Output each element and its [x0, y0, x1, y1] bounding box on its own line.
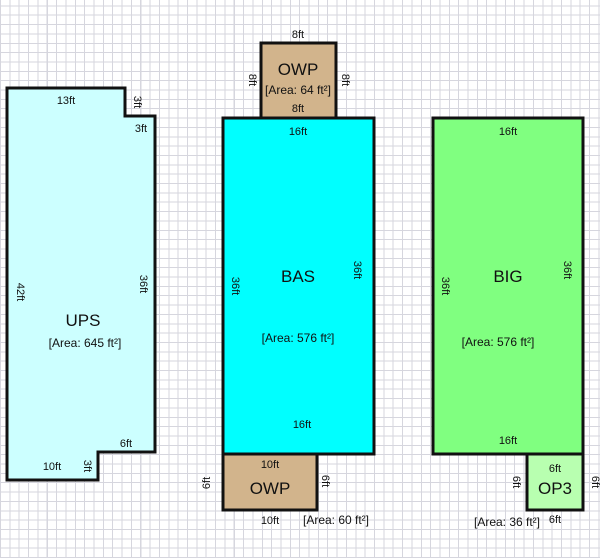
ups-dim-notch-v: 3ft — [131, 96, 143, 108]
owp-top-area: [Area: 64 ft²] — [265, 83, 331, 97]
big-dim-right: 36ft — [561, 261, 573, 279]
op3-dim-left: 6ft — [510, 476, 522, 488]
owp-top-dim-left: 8ft — [246, 74, 258, 86]
big-label: BIG — [493, 267, 522, 286]
owp-top-label: OWP — [278, 60, 319, 79]
area-bas[interactable]: 16ft 36ft 36ft BAS [Area: 576 ft²] 16ft — [221, 116, 376, 456]
bas-dim-bottom: 16ft — [293, 419, 311, 431]
big-shape[interactable] — [431, 116, 585, 456]
owp-top-dim-top: 8ft — [292, 29, 304, 41]
op3-dim-top: 6ft — [549, 463, 561, 475]
owp-bottom-dim-top: 10ft — [261, 459, 279, 471]
ups-dim-bottom: 10ft — [43, 461, 61, 473]
ups-label: UPS — [66, 311, 101, 330]
ups-dim-step-v: 3ft — [81, 460, 93, 472]
ups-dim-right: 36ft — [137, 275, 149, 293]
op3-dim-right: 6ft — [589, 476, 600, 488]
owp-top-dim-right: 8ft — [339, 74, 351, 86]
ups-dim-left: 42ft — [14, 283, 26, 301]
area-ups[interactable]: 13ft 3ft 3ft 36ft 42ft 6ft 3ft 10ft UPS … — [5, 86, 157, 482]
owp-bottom-label: OWP — [250, 479, 291, 498]
bas-shape[interactable] — [221, 116, 376, 456]
owp-top-dim-bottom: 8ft — [292, 103, 304, 115]
owp-bottom-area: [Area: 60 ft²] — [303, 513, 369, 527]
owp-bottom-dim-left: 6ft — [201, 477, 213, 489]
ups-dim-top: 13ft — [57, 95, 75, 107]
ups-area: [Area: 645 ft²] — [49, 336, 122, 350]
big-dim-left: 36ft — [439, 277, 451, 295]
bas-area: [Area: 576 ft²] — [262, 331, 335, 345]
big-area: [Area: 576 ft²] — [462, 335, 535, 349]
area-op3[interactable]: 6ft 6ft 6ft OP3 [Area: 36 ft²] 6ft — [474, 452, 600, 529]
owp-bottom-dim-right: 6ft — [319, 475, 331, 487]
op3-area: [Area: 36 ft²] — [474, 515, 540, 529]
owp-bottom-shape[interactable] — [221, 452, 319, 512]
owp-bottom-dim-bottom: 10ft — [261, 515, 279, 527]
ups-dim-notch-h: 3ft — [135, 123, 147, 135]
bas-dim-right: 36ft — [351, 261, 363, 279]
area-big[interactable]: 16ft 36ft 36ft BIG [Area: 576 ft²] 16ft — [431, 116, 585, 456]
op3-shape[interactable] — [525, 452, 585, 512]
area-owp-top[interactable]: 8ft 8ft 8ft OWP [Area: 64 ft²] 8ft — [246, 29, 351, 120]
bas-dim-top: 16ft — [289, 126, 307, 138]
bas-label: BAS — [281, 267, 315, 286]
big-dim-bottom: 16ft — [499, 435, 517, 447]
big-dim-top: 16ft — [499, 126, 517, 138]
bas-dim-left: 36ft — [229, 277, 241, 295]
op3-label: OP3 — [538, 479, 572, 498]
ups-shape[interactable] — [5, 86, 157, 482]
area-owp-bottom[interactable]: 10ft 6ft 6ft OWP 10ft [Area: 60 ft²] — [201, 452, 369, 527]
op3-dim-bottom: 6ft — [549, 514, 561, 526]
ups-dim-step-h: 6ft — [120, 438, 132, 450]
